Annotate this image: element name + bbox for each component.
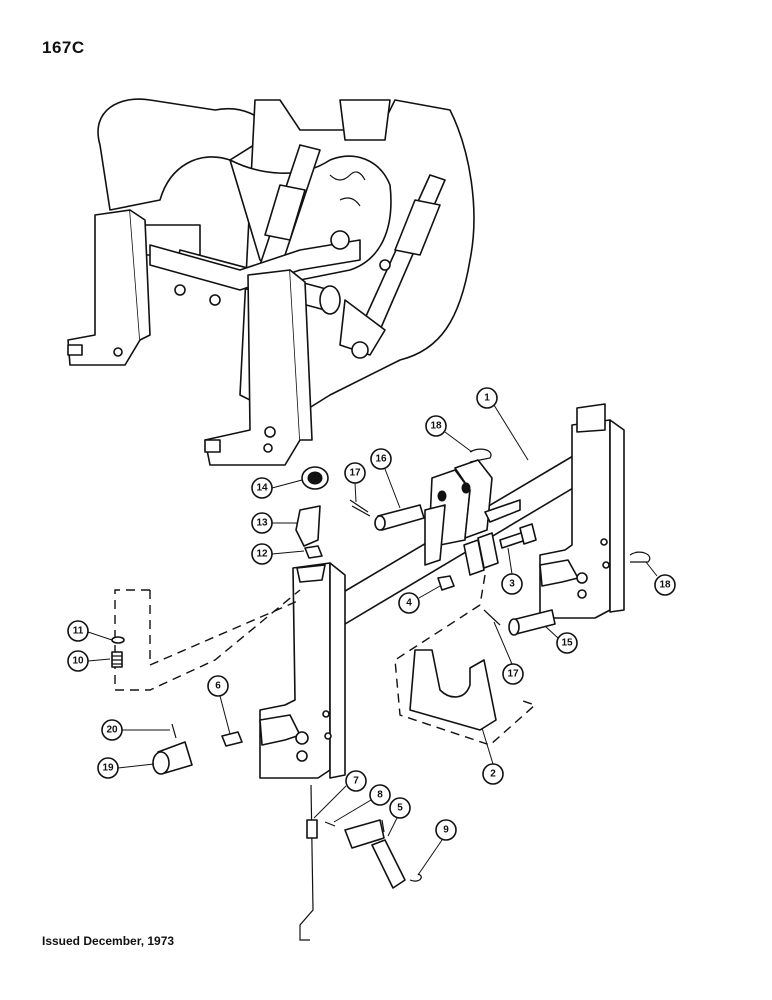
pin-8 — [324, 821, 336, 827]
callout-5: 5 — [387, 797, 411, 837]
spring-10 — [111, 651, 123, 668]
svg-text:5: 5 — [397, 803, 403, 814]
callout-3: 3 — [501, 547, 523, 595]
clip-13 — [295, 505, 321, 547]
callout-15: 15 — [544, 625, 578, 654]
cotter-pin-17b — [483, 609, 501, 626]
nut-4 — [437, 575, 455, 591]
callout-4: 4 — [398, 585, 441, 614]
svg-text:3: 3 — [509, 579, 515, 590]
svg-text:9: 9 — [443, 825, 449, 836]
bushing-14 — [301, 466, 329, 490]
svg-text:7: 7 — [353, 776, 359, 787]
pin-15 — [508, 609, 556, 636]
callout-17-upper: 17 — [344, 462, 366, 503]
roll-pin-20 — [171, 723, 177, 739]
pin-16 — [374, 504, 425, 531]
svg-text:16: 16 — [375, 454, 387, 465]
cotter-pin-17a — [349, 499, 371, 517]
svg-text:11: 11 — [73, 626, 84, 637]
svg-text:2: 2 — [490, 769, 496, 780]
bolt-3 — [499, 523, 537, 549]
nut-12 — [304, 545, 323, 559]
quick-hitch-frame — [259, 403, 625, 779]
hair-pin-18b — [629, 551, 651, 563]
callout-2: 2 — [481, 727, 504, 785]
dashed-outline-left — [114, 589, 301, 691]
pin-6 — [221, 731, 243, 747]
callout-19: 19 — [97, 757, 155, 779]
latch-lever-5 — [344, 819, 406, 889]
svg-text:10: 10 — [72, 656, 84, 667]
callout-12: 12 — [251, 543, 305, 565]
callout-16: 16 — [370, 448, 401, 509]
svg-text:1: 1 — [484, 393, 490, 404]
svg-text:17: 17 — [349, 468, 361, 479]
hitch-bracket-2 — [394, 574, 537, 746]
svg-text:14: 14 — [256, 483, 268, 494]
callout-9: 9 — [417, 819, 457, 876]
bushing-19 — [152, 741, 193, 775]
svg-text:4: 4 — [406, 598, 412, 609]
svg-text:19: 19 — [102, 763, 114, 774]
svg-text:18: 18 — [430, 421, 442, 432]
callout-1: 1 — [476, 387, 529, 461]
callout-10: 10 — [67, 650, 111, 672]
issue-date-footer: Issued December, 1973 — [42, 934, 175, 948]
svg-text:13: 13 — [256, 518, 268, 529]
callout-8: 8 — [333, 784, 391, 823]
callout-17-lower: 17 — [493, 621, 524, 685]
hair-pin-18a — [469, 448, 492, 463]
callout-18-upper: 18 — [425, 415, 473, 453]
svg-text:15: 15 — [561, 638, 573, 649]
svg-text:12: 12 — [256, 549, 268, 560]
svg-text:6: 6 — [215, 681, 221, 692]
svg-text:18: 18 — [659, 580, 671, 591]
callout-6: 6 — [207, 675, 231, 735]
callout-11: 11 — [67, 620, 113, 642]
svg-text:17: 17 — [507, 669, 519, 680]
callout-20: 20 — [101, 719, 170, 741]
page-number: 167C — [42, 38, 85, 57]
svg-text:20: 20 — [106, 725, 118, 736]
callout-13: 13 — [251, 512, 298, 534]
spring-9 — [409, 873, 422, 882]
callout-18-right: 18 — [645, 561, 676, 596]
washer-11 — [111, 636, 125, 644]
svg-text:8: 8 — [377, 790, 383, 801]
callout-7: 7 — [313, 770, 367, 819]
tractor-rear-assembly — [67, 98, 475, 466]
dashed-outline-left-inner — [149, 590, 301, 667]
release-rod-7 — [299, 784, 314, 941]
callout-14: 14 — [251, 477, 303, 499]
